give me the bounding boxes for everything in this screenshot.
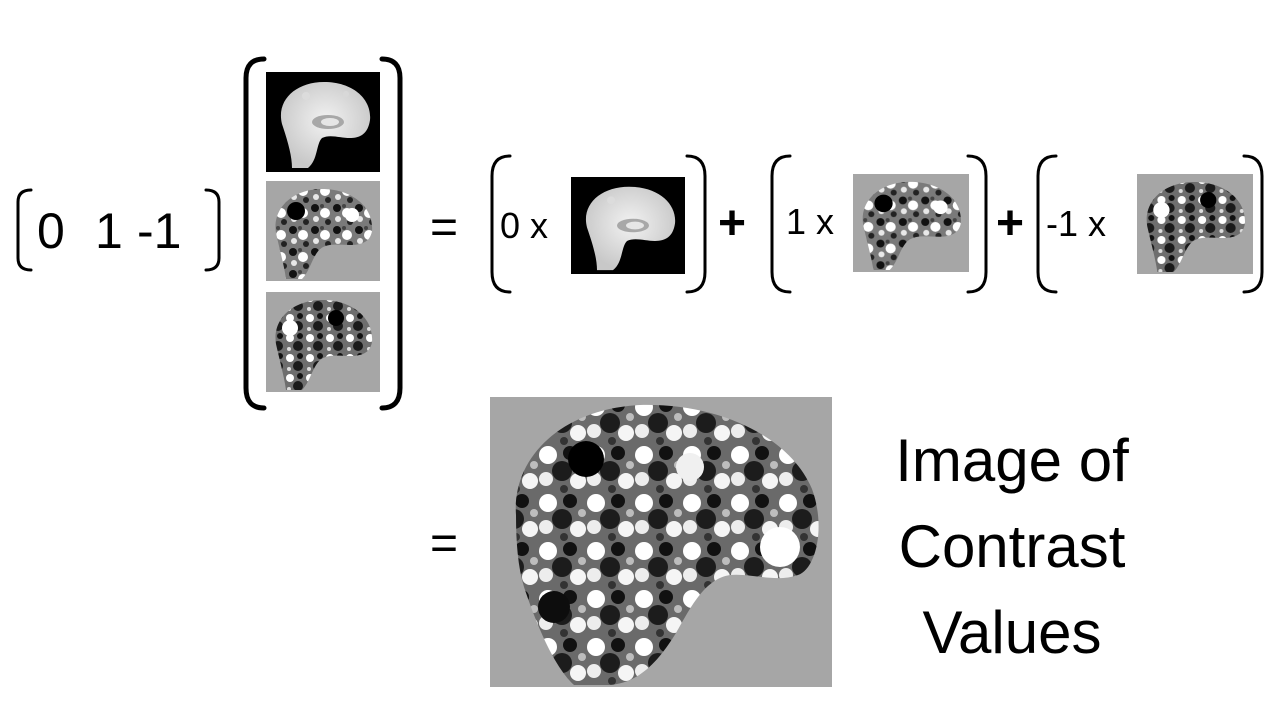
- left-paren: [16, 188, 33, 272]
- term-2-right-paren: [966, 154, 988, 294]
- plus-sign-1: +: [718, 197, 747, 250]
- term-2-beta-map-1-image: [853, 174, 969, 272]
- term-3-coefficient: -1 x: [1046, 203, 1107, 244]
- term-2-coefficient: 1 x: [786, 201, 835, 242]
- equals-sign-2: =: [430, 517, 459, 570]
- term-3-beta-map-2-image: [1137, 174, 1253, 274]
- left-bracket: [243, 56, 267, 411]
- equals-sign-1: =: [430, 201, 459, 254]
- result-label: Image of Contrast Values: [862, 418, 1162, 676]
- contrast-value-1: 1: [95, 203, 123, 259]
- result-label-line-1: Image of: [895, 427, 1129, 494]
- term-1-left-paren: [490, 154, 512, 294]
- term-3-right-paren: [1242, 154, 1264, 294]
- mean-brain-image: [266, 72, 380, 172]
- term-1-coefficient: 0 x: [500, 205, 549, 246]
- contrast-value-0: 0: [37, 203, 65, 259]
- result-label-line-3: Values: [922, 599, 1102, 666]
- term-2-left-paren: [770, 154, 792, 294]
- term-1-mean-brain-image: [571, 177, 685, 274]
- right-bracket: [379, 56, 403, 411]
- beta-map-1-image: [266, 181, 380, 281]
- contrast-value-2: -1: [137, 203, 182, 259]
- right-paren: [204, 188, 221, 272]
- result-label-line-2: Contrast: [898, 513, 1126, 580]
- plus-sign-2: +: [996, 197, 1025, 250]
- term-1-right-paren: [685, 154, 707, 294]
- contrast-result-image: [490, 397, 832, 687]
- term-3-left-paren: [1036, 154, 1058, 294]
- beta-map-2-image: [266, 292, 380, 392]
